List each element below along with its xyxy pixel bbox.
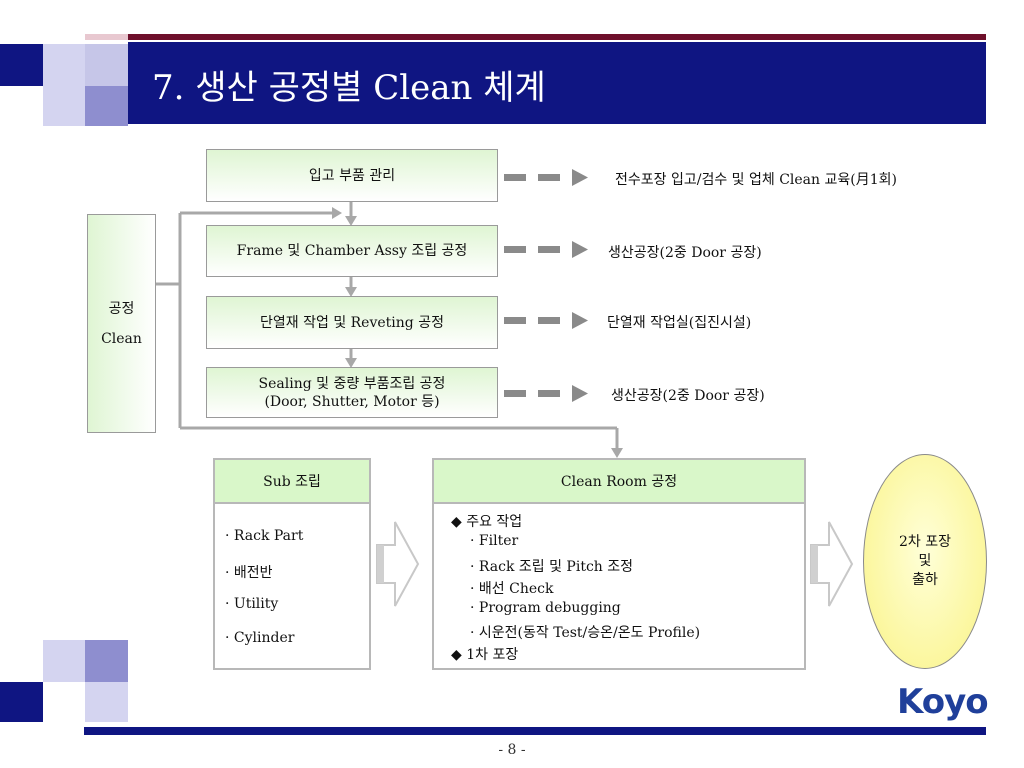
deco-square (85, 44, 128, 86)
step-box-insulation: 단열재 작업 및 Reveting 공정 (206, 296, 498, 349)
process-clean-box: 공정 Clean (87, 214, 156, 433)
step-box-frame-assy: Frame 및 Chamber Assy 조립 공정 (206, 225, 498, 277)
list-item: · Utility (225, 596, 279, 612)
sub-assembly-panel: Sub 조립 · Rack Part · 배전반 · Utility · Cyl… (213, 458, 371, 670)
step-label: 단열재 작업 및 Reveting 공정 (260, 314, 444, 331)
first-packing-label: ◆ 1차 포장 (451, 647, 519, 663)
step-label: Sealing 및 중량 부품조립 공정 (258, 375, 446, 392)
oval-line: 및 (918, 553, 932, 569)
list-item: · Program debugging (470, 600, 621, 616)
list-item: · Filter (470, 533, 519, 549)
clean-room-header: Clean Room 공정 (434, 460, 804, 504)
oval-line: 2차 포장 (899, 534, 951, 550)
sub-assembly-header: Sub 조립 (215, 460, 369, 504)
list-item: · Rack 조립 및 Pitch 조정 (470, 559, 634, 575)
step-label: Frame 및 Chamber Assy 조립 공정 (236, 243, 468, 259)
list-item: · Rack Part (225, 528, 304, 544)
deco-square (85, 682, 128, 722)
step-note: 전수포장 입고/검수 및 업체 Clean 교육(月1회) (615, 172, 897, 188)
list-item: · 배전반 (225, 565, 273, 581)
process-clean-label-2: Clean (101, 331, 142, 347)
process-clean-label-1: 공정 (108, 301, 135, 317)
step-note: 생산공장(2중 Door 공장) (608, 245, 762, 261)
top-accent-line (85, 34, 128, 40)
koyo-logo: Koyo (897, 682, 989, 722)
page-number: - 8 - (498, 742, 526, 758)
deco-square (43, 44, 85, 86)
bottom-bar (84, 727, 986, 735)
oval-line: 출하 (912, 572, 938, 588)
deco-square (43, 86, 85, 126)
step-box-parts-receiving: 입고 부품 관리 (206, 149, 498, 202)
step-note: 단열재 작업실(집진시설) (607, 315, 752, 331)
deco-square (0, 682, 43, 722)
step-sublabel: (Door, Shutter, Motor 등) (264, 393, 440, 410)
main-work-label: ◆ 주요 작업 (451, 514, 523, 530)
list-item: · 배선 Check (470, 581, 554, 597)
deco-square (43, 640, 85, 682)
title-bar (128, 42, 986, 124)
clean-room-panel: Clean Room 공정 ◆ 주요 작업 · Filter · Rack 조립… (432, 458, 806, 670)
step-box-sealing: Sealing 및 중량 부품조립 공정 (Door, Shutter, Mot… (206, 367, 498, 418)
step-note: 생산공장(2중 Door 공장) (611, 388, 765, 404)
page-title: 7. 생산 공정별 Clean 체계 (152, 68, 546, 108)
deco-square (85, 640, 128, 682)
list-item: · 시운전(동작 Test/승온/온도 Profile) (470, 625, 701, 641)
step-label: 입고 부품 관리 (308, 167, 396, 184)
deco-square (85, 86, 128, 126)
shipping-oval: 2차 포장 및 출하 (863, 454, 987, 669)
top-accent-line (128, 34, 986, 40)
deco-square (0, 44, 43, 86)
list-item: · Cylinder (225, 630, 295, 646)
